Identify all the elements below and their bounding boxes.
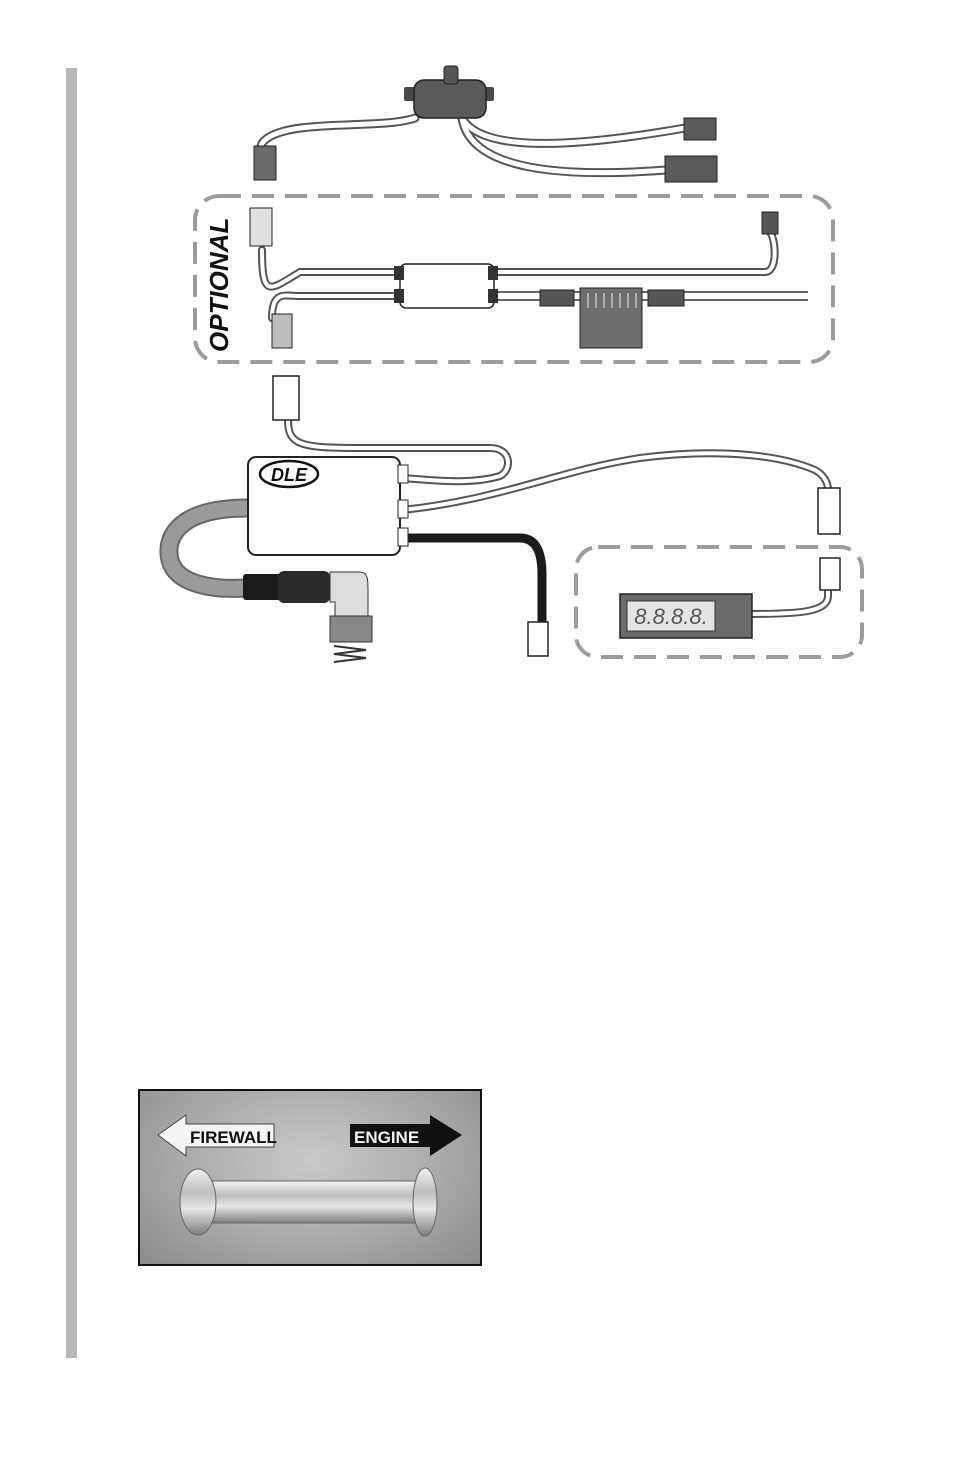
optional-led — [762, 212, 778, 234]
switch-connector-right-top — [684, 118, 716, 140]
spark-plug-boot — [243, 574, 283, 600]
spark-plug-elbow — [330, 572, 368, 616]
optional-harness — [250, 208, 808, 348]
output-connector-right — [818, 488, 840, 534]
switch-toggle — [444, 66, 458, 84]
firewall-label: FIREWALL — [190, 1128, 277, 1147]
display-connector — [820, 558, 840, 590]
standoff-photo: FIREWALL ENGINE — [138, 1089, 482, 1266]
switch-body — [414, 80, 486, 118]
switch-connector-right-bottom — [665, 156, 717, 182]
optional-plug-left — [540, 290, 574, 306]
optional-connector-top — [250, 208, 272, 246]
optional-plug-right — [648, 290, 684, 306]
standoff-tube — [198, 1181, 428, 1223]
switch-connector-left — [254, 146, 276, 180]
spark-plug-nut — [330, 616, 372, 642]
optional-connector-bottom — [272, 314, 292, 348]
dle-logo: DLE — [271, 465, 308, 485]
display-readout: 8.8.8.8. — [634, 604, 707, 629]
ignition-wiring-diagram: OPTIONAL — [0, 0, 954, 720]
standoff-photo-art: FIREWALL ENGINE — [140, 1091, 480, 1264]
optional-module — [400, 264, 494, 308]
switch-harness — [254, 66, 717, 182]
black-lead-connector — [528, 622, 548, 656]
input-connector — [273, 376, 299, 420]
spark-plug-spring — [334, 646, 366, 662]
optional-terminal-block — [580, 288, 642, 348]
engine-label: ENGINE — [354, 1128, 419, 1147]
standoff-flange-left — [180, 1169, 216, 1235]
standoff-flange-right — [413, 1168, 437, 1236]
optional-label: OPTIONAL — [204, 218, 234, 352]
optional-display: 8.8.8.8. — [620, 558, 840, 638]
